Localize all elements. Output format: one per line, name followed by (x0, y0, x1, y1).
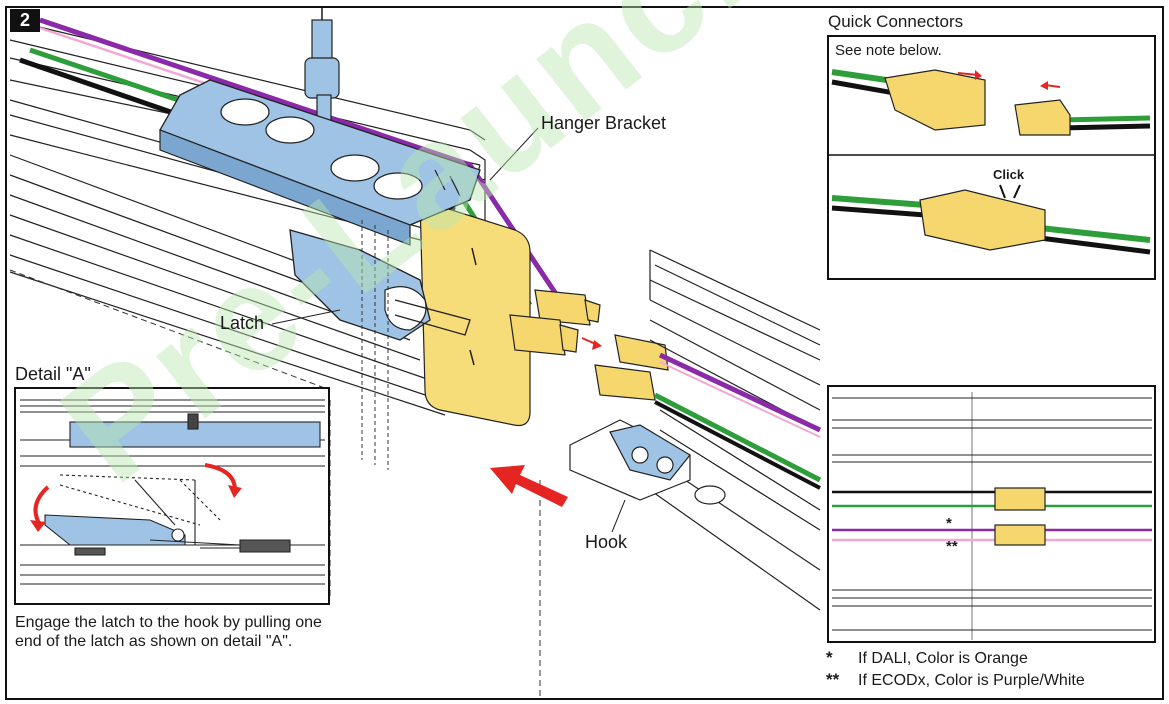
step-number-badge: 2 (10, 9, 40, 32)
hanger-bracket-shape (159, 79, 481, 246)
quick-connectors-title: Quick Connectors (828, 12, 964, 31)
hook-label: Hook (585, 532, 628, 552)
note-symbol: * (826, 648, 833, 667)
detail-a-artwork (20, 399, 325, 585)
note-dali: * If DALI, Color is Orange (826, 648, 1028, 668)
wiring-detail-artwork (832, 392, 1152, 640)
wiring-detail-frame (827, 385, 1156, 643)
see-note-text: See note below. (835, 42, 942, 59)
single-asterisk-mark: * (946, 515, 952, 532)
hook-shape (569, 419, 726, 505)
instruction-text: Engage the latch to the hook by pulling … (15, 614, 322, 650)
note-ecodx: ** If ECODx, Color is Purple/White (826, 670, 1085, 690)
green-wire-rail (653, 392, 822, 483)
connectors-main (509, 289, 669, 401)
engage-arrow (490, 465, 568, 507)
double-asterisk-mark: ** (946, 538, 958, 555)
cable-gripper (311, 19, 333, 61)
purple-wire-rail (658, 352, 822, 433)
note-text: If ECODx, Color is Purple/White (858, 672, 1085, 689)
second-rail (649, 249, 821, 611)
outer-frame (5, 6, 1164, 700)
detail-a-frame (14, 387, 330, 605)
latch-shape (289, 229, 471, 341)
note-symbol: ** (826, 670, 840, 689)
latch-label: Latch (220, 313, 265, 333)
hanger-bracket-label: Hanger Bracket (541, 113, 667, 133)
detail-a-title: Detail "A" (15, 364, 91, 384)
note-text: If DALI, Color is Orange (858, 650, 1028, 667)
click-label: Click (993, 167, 1025, 182)
quick-connectors-artwork (831, 69, 1151, 255)
yellow-end-panel (419, 199, 531, 427)
